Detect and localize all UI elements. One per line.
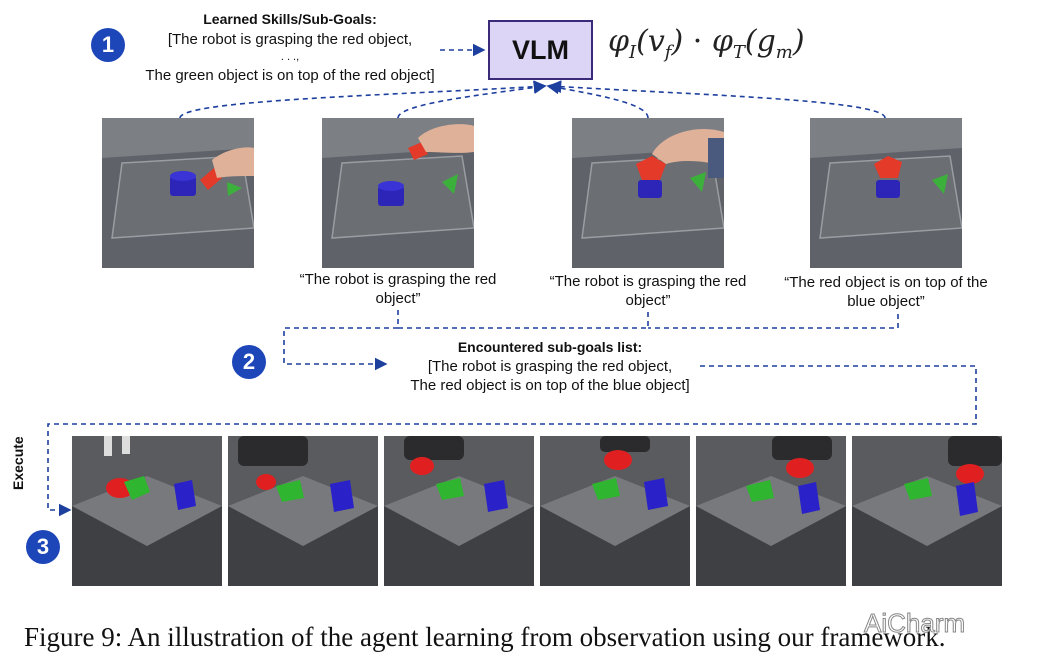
formula-sub-f: f bbox=[664, 42, 672, 63]
arrow-frames-to-list bbox=[283, 310, 399, 371]
formula-phi-i: φ bbox=[608, 24, 630, 59]
vlm-box: VLM bbox=[488, 20, 593, 80]
formula-arg-g: (g bbox=[744, 24, 776, 59]
formula-sub-i: I bbox=[629, 42, 637, 63]
observation-frame-2 bbox=[322, 118, 474, 268]
execution-frame-5 bbox=[696, 436, 846, 586]
learned-skills-line3: The green object is on top of the red ob… bbox=[145, 67, 435, 84]
observation-frame-1 bbox=[102, 118, 254, 268]
figure-caption: Figure 9: An illustration of the agent l… bbox=[24, 622, 946, 652]
step3-badge: 3 bbox=[26, 530, 60, 564]
execution-frame-4 bbox=[540, 436, 690, 586]
formula-sub-t: T bbox=[732, 42, 745, 63]
arrow-frame3-to-vlm bbox=[546, 81, 649, 119]
formula-phi-t: φ bbox=[711, 24, 733, 59]
arrow-list-to-execute bbox=[47, 365, 977, 517]
arrow-frame4-to-vlm bbox=[548, 80, 886, 119]
subgoals-list-title: Encountered sub-goals list: bbox=[457, 339, 643, 355]
observation-frame-4 bbox=[810, 118, 962, 268]
watermark: AiCharm bbox=[863, 608, 966, 639]
execution-frame-2 bbox=[228, 436, 378, 586]
step1-badge: 1 bbox=[91, 28, 125, 62]
learned-skills-title: Learned Skills/Sub-Goals: bbox=[203, 11, 377, 27]
execution-frame-1 bbox=[72, 436, 222, 586]
formula-close-i: ) bbox=[671, 24, 684, 59]
frame-4-caption-line1: “The red object is on top of the bbox=[784, 274, 988, 291]
arrow-frame2-to-vlm bbox=[397, 81, 547, 119]
frame-2-caption-line2: object” bbox=[375, 290, 421, 307]
frame-3-caption-line1: “The robot is grasping the red bbox=[549, 273, 747, 290]
step2-badge: 2 bbox=[232, 345, 266, 379]
subgoals-list-line1: [The robot is grasping the red object, bbox=[427, 358, 673, 375]
execution-frame-6 bbox=[852, 436, 1002, 586]
execution-frame-3 bbox=[384, 436, 534, 586]
similarity-formula: φI(vf) · φT(gm) bbox=[608, 24, 805, 63]
formula-close-t: ) bbox=[792, 24, 805, 59]
vlm-label: VLM bbox=[512, 34, 569, 65]
learned-skills-ellipsis: . . ., bbox=[280, 51, 300, 63]
formula-dot: · bbox=[692, 24, 703, 59]
observation-frame-3 bbox=[572, 118, 724, 268]
frame-4-caption-line2: blue object” bbox=[847, 293, 925, 310]
subgoals-list-line2: The red object is on top of the blue obj… bbox=[410, 377, 690, 394]
arrow-frame1-to-vlm bbox=[179, 80, 547, 119]
execute-label: Execute bbox=[10, 436, 26, 490]
formula-sub-m: m bbox=[775, 42, 793, 63]
frame-3-caption-line2: object” bbox=[625, 292, 671, 309]
formula-arg-v: (v bbox=[636, 24, 665, 59]
frame-2-caption-line1: “The robot is grasping the red bbox=[299, 271, 497, 288]
learned-skills-line1: [The robot is grasping the red object, bbox=[167, 31, 413, 48]
